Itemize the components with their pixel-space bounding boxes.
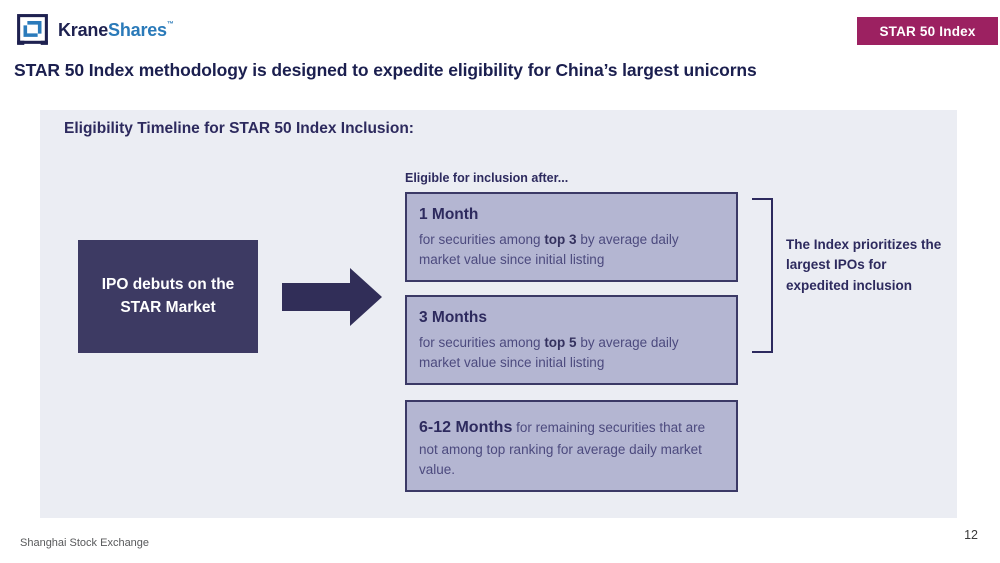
timeline-box-desc-pre: for securities among bbox=[419, 231, 545, 247]
logo-text-krane: Krane bbox=[58, 20, 109, 40]
timeline-box-title: 1 Month bbox=[419, 206, 479, 223]
eligible-after-label: Eligible for inclusion after... bbox=[405, 171, 569, 185]
timeline-box-desc-pre: for securities among bbox=[419, 334, 545, 350]
grouping-bracket bbox=[752, 198, 773, 353]
right-arrow-icon bbox=[282, 268, 382, 326]
ipo-debut-box: IPO debuts on the STAR Market bbox=[78, 240, 258, 353]
timeline-box-desc-post: for remaining securities that are not am… bbox=[419, 420, 706, 477]
page-number: 12 bbox=[964, 528, 978, 542]
timeline-box-title: 3 Months bbox=[419, 309, 488, 326]
logo-trademark: ™ bbox=[166, 21, 174, 28]
timeline-box-desc-bold: top 5 bbox=[544, 334, 577, 350]
eligibility-panel: Eligibility Timeline for STAR 50 Index I… bbox=[40, 110, 957, 518]
timeline-box-desc-bold: top 3 bbox=[544, 231, 577, 247]
timeline-box-6-12-months: 6-12 Months for remaining securities tha… bbox=[405, 400, 738, 492]
kraneshares-logo-icon bbox=[17, 14, 48, 45]
page-title: STAR 50 Index methodology is designed to… bbox=[14, 60, 757, 80]
timeline-box-desc-post: by average daily market value since init… bbox=[419, 334, 679, 370]
timeline-box-1-month: 1 Month for securities among top 3 by ave… bbox=[405, 192, 738, 282]
footer-source: Shanghai Stock Exchange bbox=[20, 537, 150, 549]
panel-heading: Eligibility Timeline for STAR 50 Index I… bbox=[64, 120, 414, 137]
timeline-box-3-months: 3 Months for securities among top 5 by av… bbox=[405, 295, 738, 385]
logo-text-shares: Shares bbox=[108, 20, 167, 40]
kraneshares-wordmark: KraneShares™ bbox=[58, 20, 174, 41]
star50-index-badge: STAR 50 Index bbox=[857, 17, 998, 45]
index-priority-callout: The Index prioritizes the largest IPOs f… bbox=[786, 237, 942, 293]
kraneshares-logo: KraneShares™ bbox=[14, 12, 174, 49]
timeline-box-desc-post: by average daily market value since init… bbox=[419, 231, 679, 267]
timeline-box-title: 6-12 Months bbox=[419, 419, 513, 436]
